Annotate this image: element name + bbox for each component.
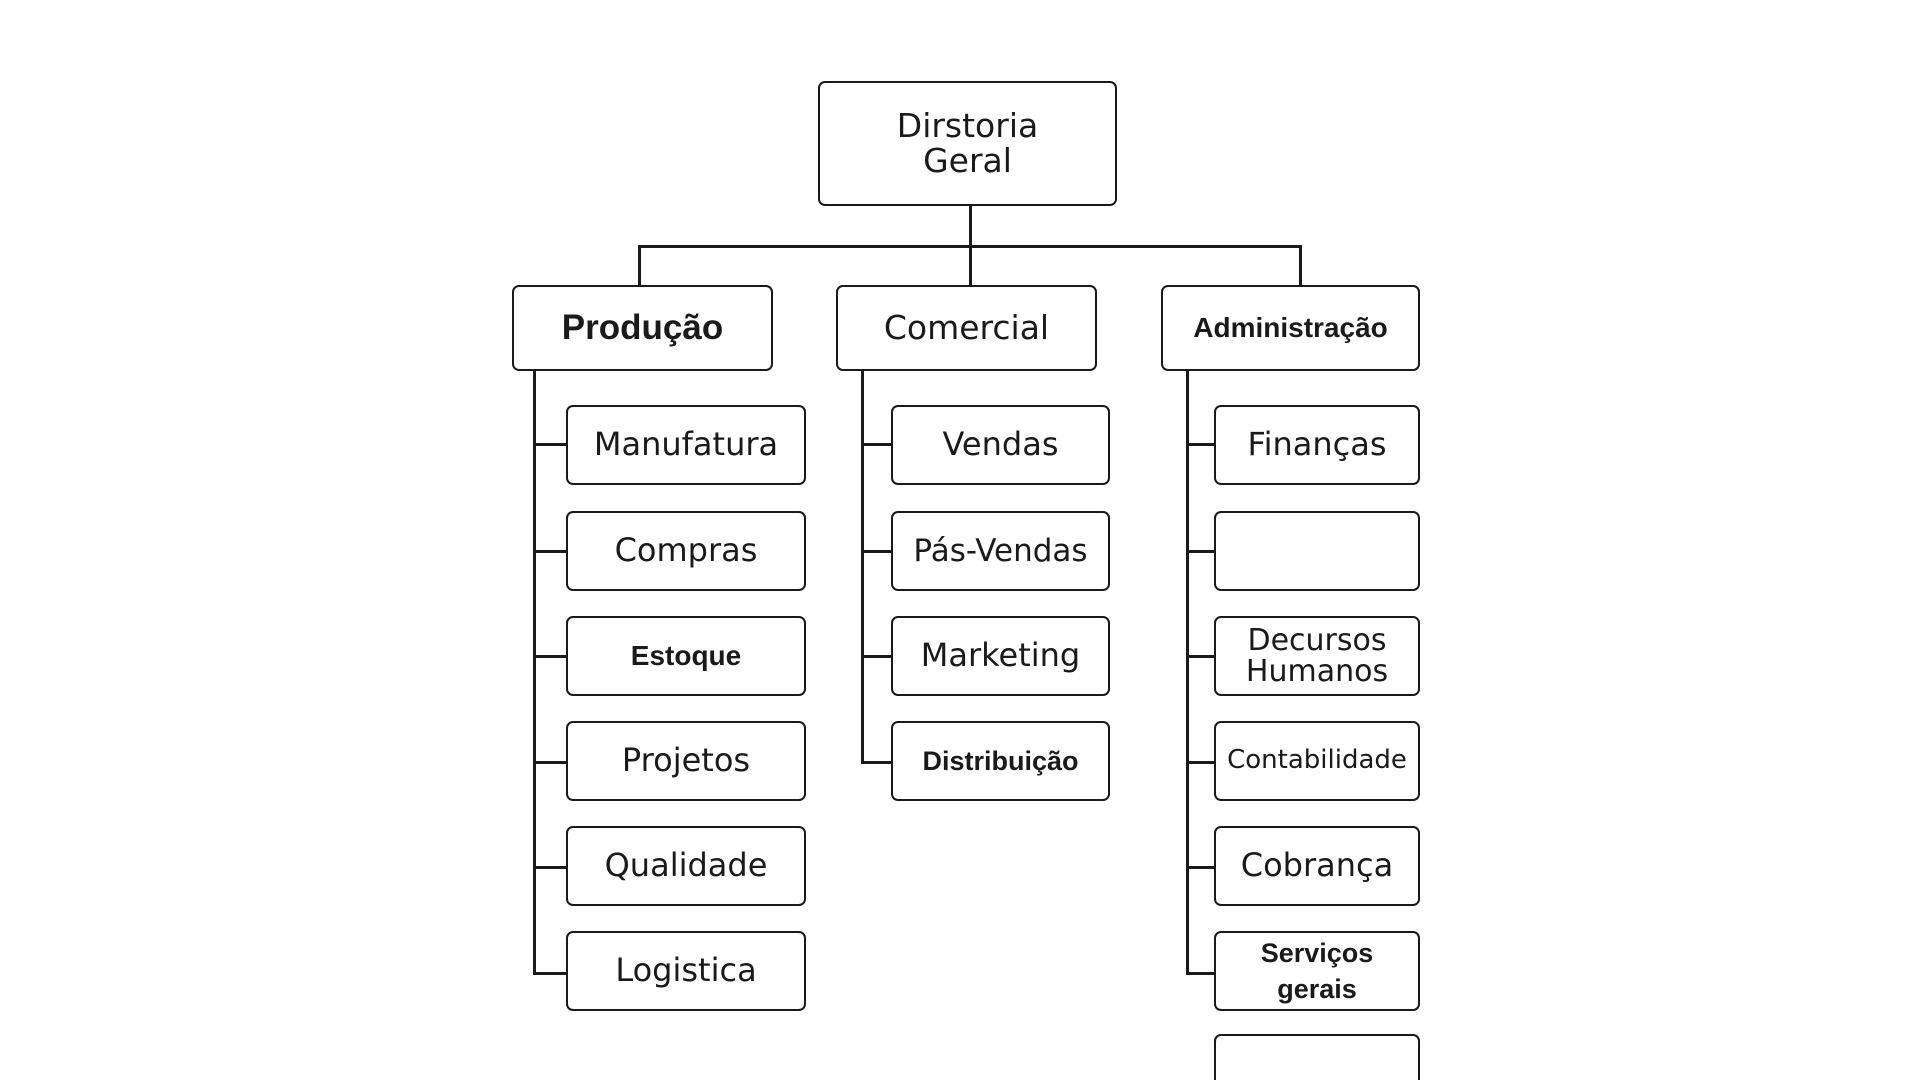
branch-line xyxy=(1186,655,1221,658)
branch-line xyxy=(1186,550,1221,553)
unit-node-cropped xyxy=(1214,1034,1420,1080)
unit-node-cobranca[interactable]: Cobrança xyxy=(1214,826,1420,906)
branch-line xyxy=(861,550,897,553)
branch-line xyxy=(533,550,569,553)
unit-label: Pás-Vendas xyxy=(913,532,1088,569)
unit-node-servicos-gerais[interactable]: Serviços gerais xyxy=(1214,931,1420,1011)
unit-node-estoque[interactable]: Estoque xyxy=(566,616,806,696)
branch-line xyxy=(861,655,897,658)
unit-node-pos-vendas[interactable]: Pás-Vendas xyxy=(891,511,1110,591)
unit-node-vendas[interactable]: Vendas xyxy=(891,405,1110,485)
unit-node-compras[interactable]: Compras xyxy=(566,511,806,591)
unit-label: Projetos xyxy=(621,741,751,780)
spine-line-producao xyxy=(533,371,536,975)
department-label: Administração xyxy=(1193,312,1388,344)
unit-label: Distribuição xyxy=(922,745,1079,776)
unit-node-logistica[interactable]: Logistica xyxy=(566,931,806,1011)
branch-line xyxy=(533,761,569,764)
branch-line xyxy=(533,972,569,975)
unit-node-recursos-humanos[interactable]: Decursos Humanos xyxy=(1214,616,1420,696)
unit-label: Finanças xyxy=(1247,425,1387,464)
unit-label: Marketing xyxy=(920,636,1081,675)
branch-line xyxy=(1186,972,1221,975)
unit-label: Contabilidade xyxy=(1227,745,1407,776)
unit-label: Manufatura xyxy=(593,425,779,464)
unit-label: Qualidade xyxy=(604,846,768,885)
root-stem-line xyxy=(969,206,972,247)
branch-line xyxy=(533,443,569,446)
spine-line-administracao xyxy=(1186,371,1189,975)
unit-label: Vendas xyxy=(942,425,1059,464)
root-node[interactable]: Dirstoria Geral xyxy=(818,81,1117,206)
branch-line xyxy=(1186,866,1221,869)
drop-line-producao xyxy=(638,245,641,286)
drop-line-administracao xyxy=(1299,245,1302,286)
unit-node-distribuicao[interactable]: Distribuição xyxy=(891,721,1110,801)
unit-node-projetos[interactable]: Projetos xyxy=(566,721,806,801)
unit-label: Estoque xyxy=(630,640,742,672)
branch-line xyxy=(861,761,897,764)
branch-line xyxy=(533,655,569,658)
root-label: Dirstoria Geral xyxy=(896,105,1039,180)
branch-line xyxy=(861,443,897,446)
department-node-administracao[interactable]: Administração xyxy=(1161,285,1420,371)
spine-line-comercial xyxy=(861,371,864,763)
unit-node-blank[interactable] xyxy=(1214,511,1420,591)
department-label: Produção xyxy=(561,307,724,347)
department-node-producao[interactable]: Produção xyxy=(512,285,773,371)
department-label: Comercial xyxy=(883,307,1050,347)
unit-label: Decursos Humanos xyxy=(1245,622,1389,689)
drop-line-comercial xyxy=(969,245,972,286)
unit-node-manufatura[interactable]: Manufatura xyxy=(566,405,806,485)
crop-fade xyxy=(1216,1058,1418,1080)
branch-line xyxy=(533,866,569,869)
unit-label: Compras xyxy=(614,531,758,570)
department-node-comercial[interactable]: Comercial xyxy=(836,285,1097,371)
unit-label: Logistica xyxy=(615,951,757,990)
unit-node-financas[interactable]: Finanças xyxy=(1214,405,1420,485)
unit-node-contabilidade[interactable]: Contabilidade xyxy=(1214,721,1420,801)
unit-node-marketing[interactable]: Marketing xyxy=(891,616,1110,696)
unit-node-qualidade[interactable]: Qualidade xyxy=(566,826,806,906)
unit-label: Serviços gerais xyxy=(1260,937,1374,1004)
branch-line xyxy=(1186,443,1221,446)
branch-line xyxy=(1186,761,1221,764)
unit-label: Cobrança xyxy=(1240,846,1394,885)
